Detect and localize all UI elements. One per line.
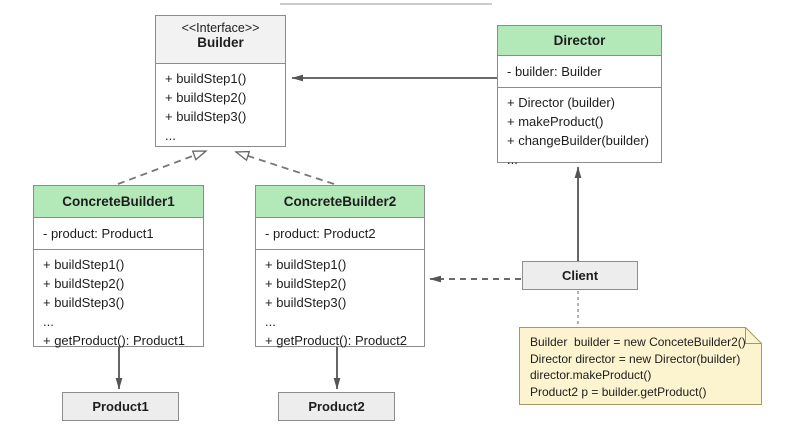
note-line: Product2 p = builder.getProduct(): [530, 384, 707, 399]
class-concrete-builder-1: ConcreteBuilder1 - product: Product1 + b…: [33, 185, 204, 350]
attribute-item: - product: Product1: [43, 226, 154, 241]
note-line: Director director = new Director(builder…: [530, 351, 741, 366]
code-note: Builder builder = new ConceteBuilder2() …: [519, 327, 762, 405]
method-item: + getProduct(): Product2: [265, 333, 407, 348]
class-builder-header: <<Interface>> Builder: [156, 16, 285, 64]
class-director: Director - builder: Builder + Director (…: [497, 25, 662, 167]
class-concrete-builder-1-methods: + buildStep1() + buildStep2() + buildSte…: [34, 250, 203, 350]
class-client: Client: [522, 261, 638, 290]
class-concrete-builder-2: ConcreteBuilder2 - product: Product2 + b…: [255, 185, 425, 350]
method-item: + buildStep3(): [43, 295, 125, 310]
method-item: + buildStep2(): [43, 276, 125, 291]
method-item: + buildStep1(): [165, 71, 247, 86]
attribute-item: - builder: Builder: [507, 64, 602, 79]
method-item: + changeBuilder(builder): [507, 133, 650, 148]
method-item: ...: [43, 314, 54, 329]
attribute-item: - product: Product2: [265, 226, 376, 241]
method-item: ...: [165, 128, 176, 143]
method-item: + getProduct(): Product1: [43, 333, 185, 348]
class-builder: <<Interface>> Builder + buildStep1() + b…: [155, 15, 286, 147]
arrow-concretebuilder2-realizes-builder: [236, 152, 335, 185]
class-director-attributes: - builder: Builder: [498, 56, 661, 88]
class-product1-label: Product1: [92, 399, 149, 414]
class-concrete-builder-1-header: ConcreteBuilder1: [34, 186, 203, 218]
method-item: + buildStep2(): [165, 90, 247, 105]
class-director-methods: + Director (builder) + makeProduct() + c…: [498, 88, 661, 169]
class-director-header: Director: [498, 26, 661, 56]
method-item: + buildStep3(): [265, 295, 347, 310]
note-fold-corner: [745, 327, 762, 344]
class-client-label: Client: [561, 268, 599, 283]
class-builder-name: Builder: [197, 35, 244, 50]
method-item: + buildStep1(): [43, 257, 125, 272]
note-outline: [519, 327, 762, 405]
class-product2-label: Product2: [308, 399, 365, 414]
method-item: ...: [507, 152, 518, 167]
class-concrete-builder-1-attributes: - product: Product1: [34, 218, 203, 250]
class-builder-methods: + buildStep1() + buildStep2() + buildSte…: [156, 64, 285, 145]
class-concrete-builder-2-header: ConcreteBuilder2: [256, 186, 424, 218]
class-concrete-builder-2-attributes: - product: Product2: [256, 218, 424, 250]
class-director-name: Director: [553, 33, 606, 48]
method-item: + makeProduct(): [507, 114, 604, 129]
note-code-lines: Builder builder = new ConceteBuilder2() …: [519, 327, 762, 405]
class-product1: Product1: [62, 392, 179, 421]
class-concrete-builder-1-name: ConcreteBuilder1: [62, 194, 175, 209]
note-line: director.makeProduct(): [530, 368, 652, 382]
class-concrete-builder-2-methods: + buildStep1() + buildStep2() + buildSte…: [256, 250, 424, 350]
method-item: + buildStep2(): [265, 276, 347, 291]
method-item: + buildStep3(): [165, 109, 247, 124]
class-concrete-builder-2-name: ConcreteBuilder2: [283, 194, 397, 209]
method-item: + buildStep1(): [265, 257, 347, 272]
class-product2: Product2: [278, 392, 395, 421]
class-builder-stereotype: <<Interface>>: [181, 21, 260, 35]
method-item: ...: [265, 314, 276, 329]
arrow-concretebuilder1-realizes-builder: [117, 150, 206, 185]
method-item: + Director (builder): [507, 95, 616, 110]
note-line: Builder builder = new ConceteBuilder2(): [530, 335, 746, 349]
